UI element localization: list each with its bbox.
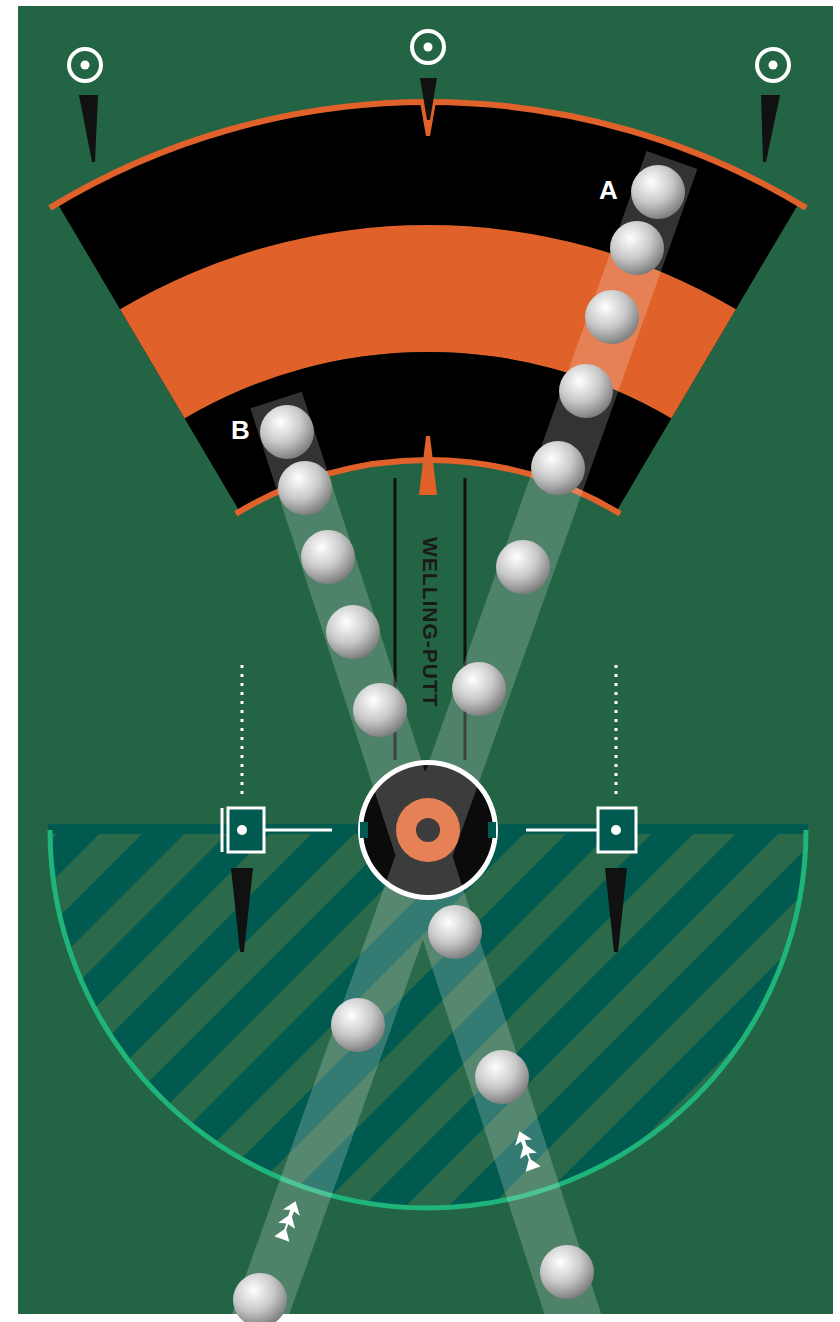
golf-ball xyxy=(353,683,407,737)
ball-label: B xyxy=(231,415,250,446)
ball-paths xyxy=(230,151,698,1322)
game-name: WELLING-PUTT xyxy=(418,537,442,708)
golf-ball xyxy=(610,221,664,275)
golf-ball xyxy=(540,1245,594,1299)
golf-ball xyxy=(496,540,550,594)
direction-arrows xyxy=(273,1128,541,1242)
golf-ball xyxy=(631,165,685,219)
golf-ball xyxy=(326,605,380,659)
golf-ball xyxy=(331,998,385,1052)
target-fan xyxy=(50,102,806,514)
center-tick xyxy=(419,436,437,495)
target-holes xyxy=(69,31,789,81)
ball-label: A xyxy=(599,175,618,206)
golf-ball xyxy=(585,290,639,344)
green-ground xyxy=(18,6,833,1314)
balls xyxy=(233,165,685,1322)
golf-ball xyxy=(260,405,314,459)
golf-ball xyxy=(475,1050,529,1104)
golf-ball xyxy=(531,441,585,495)
golf-ball xyxy=(278,461,332,515)
golf-ball xyxy=(559,364,613,418)
golf-ball xyxy=(452,662,506,716)
golf-ball xyxy=(428,905,482,959)
golf-ball xyxy=(301,530,355,584)
golf-ball xyxy=(233,1273,287,1322)
